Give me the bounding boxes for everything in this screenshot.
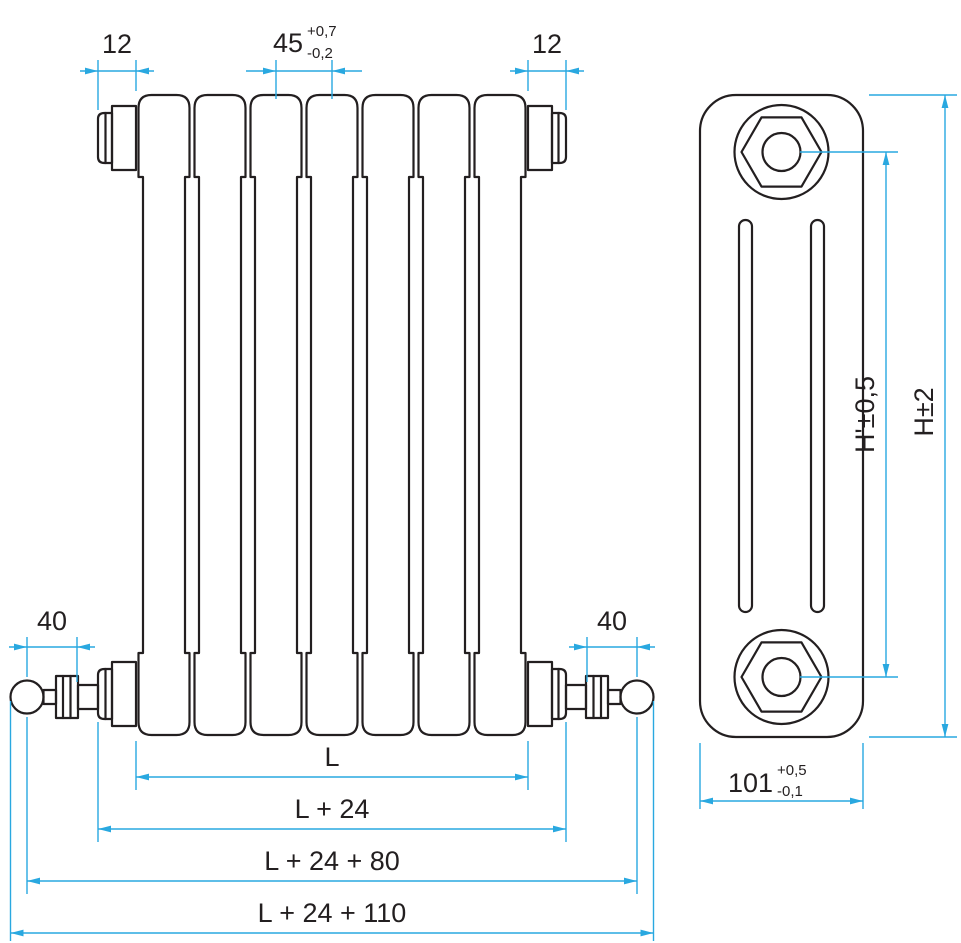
dim-depth-tol-minus: -0,1 [777,783,803,800]
dim-length-overall: L + 24 + 110 [9,701,655,941]
dim-tapping-distance: H'±0,5 [800,151,898,678]
end-cap-bottom-right [526,660,568,728]
end-cap-bottom-left [96,660,138,728]
dim-length-with-valves-label: L + 24 + 80 [264,846,400,876]
dim-tapping-distance-label: H'±0,5 [850,376,880,453]
dim-cap-left-label: 12 [102,29,132,59]
dim-length-overall-label: L + 24 + 110 [258,898,407,928]
valve-left [9,674,100,720]
dim-overall-height: H±2 [869,94,957,738]
dim-valve-right-label: 40 [597,606,627,636]
dim-overall-height-label: H±2 [909,387,939,436]
dim-depth-label: 101 [728,768,773,798]
dim-depth: 101 +0,5 -0,1 [699,743,864,809]
dim-pitch-label: 45 [273,28,303,58]
end-cap-top-right [526,104,568,172]
dim-valve-right: 40 [569,606,655,682]
dim-pitch-tol-minus: -0,2 [307,45,333,62]
radiator-sections [137,93,527,737]
dim-length-with-bushings-label: L + 24 [295,794,370,824]
dim-length-label: L [324,742,339,772]
side-body [698,93,865,739]
column-slots [737,218,826,614]
dim-cap-right: 12 [510,29,584,110]
dim-pitch-tol-plus: +0,7 [307,23,337,40]
dim-valve-left: 40 [9,606,95,682]
front-view [9,93,655,737]
dim-length-with-valves: L + 24 + 80 [26,717,638,894]
side-view [698,93,865,739]
dim-cap-left: 12 [80,29,154,110]
end-cap-top-left [96,104,138,172]
dim-length-with-bushings: L + 24 [97,722,567,842]
dim-section-pitch: 45 +0,7 -0,2 [246,23,362,99]
dim-depth-tol-plus: +0,5 [777,762,807,779]
valve-right [564,674,655,720]
dim-length: L [135,741,529,790]
dim-valve-left-label: 40 [37,606,67,636]
dim-cap-right-label: 12 [532,29,562,59]
